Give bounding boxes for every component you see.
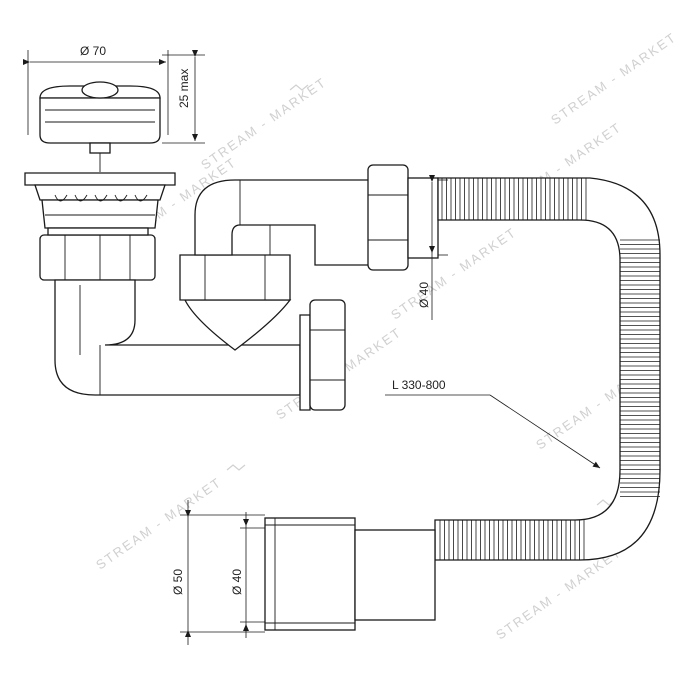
watermark-text: STREAM - MARKET [548, 29, 679, 127]
end-inner-diameter-label: Ø 40 [230, 569, 244, 595]
dimension-lines [23, 50, 601, 645]
height-max-label: 25 max [177, 69, 191, 108]
outlet-pipe [264, 517, 436, 631]
watermark-text: STREAM - MARKET [198, 74, 329, 172]
trap-pipe [54, 254, 346, 411]
hose-length-label: L 330-800 [392, 378, 446, 392]
watermark-text: STREAM - MARKET [93, 474, 224, 572]
drain-plug [39, 81, 161, 172]
corrugated-hose [434, 177, 661, 561]
end-outer-diameter-label: Ø 50 [171, 569, 185, 595]
bend-pipe [194, 164, 439, 271]
drain-body [24, 172, 176, 281]
outlet-diameter-label: Ø 40 [417, 282, 431, 308]
top-diameter-label: Ø 70 [80, 44, 106, 58]
